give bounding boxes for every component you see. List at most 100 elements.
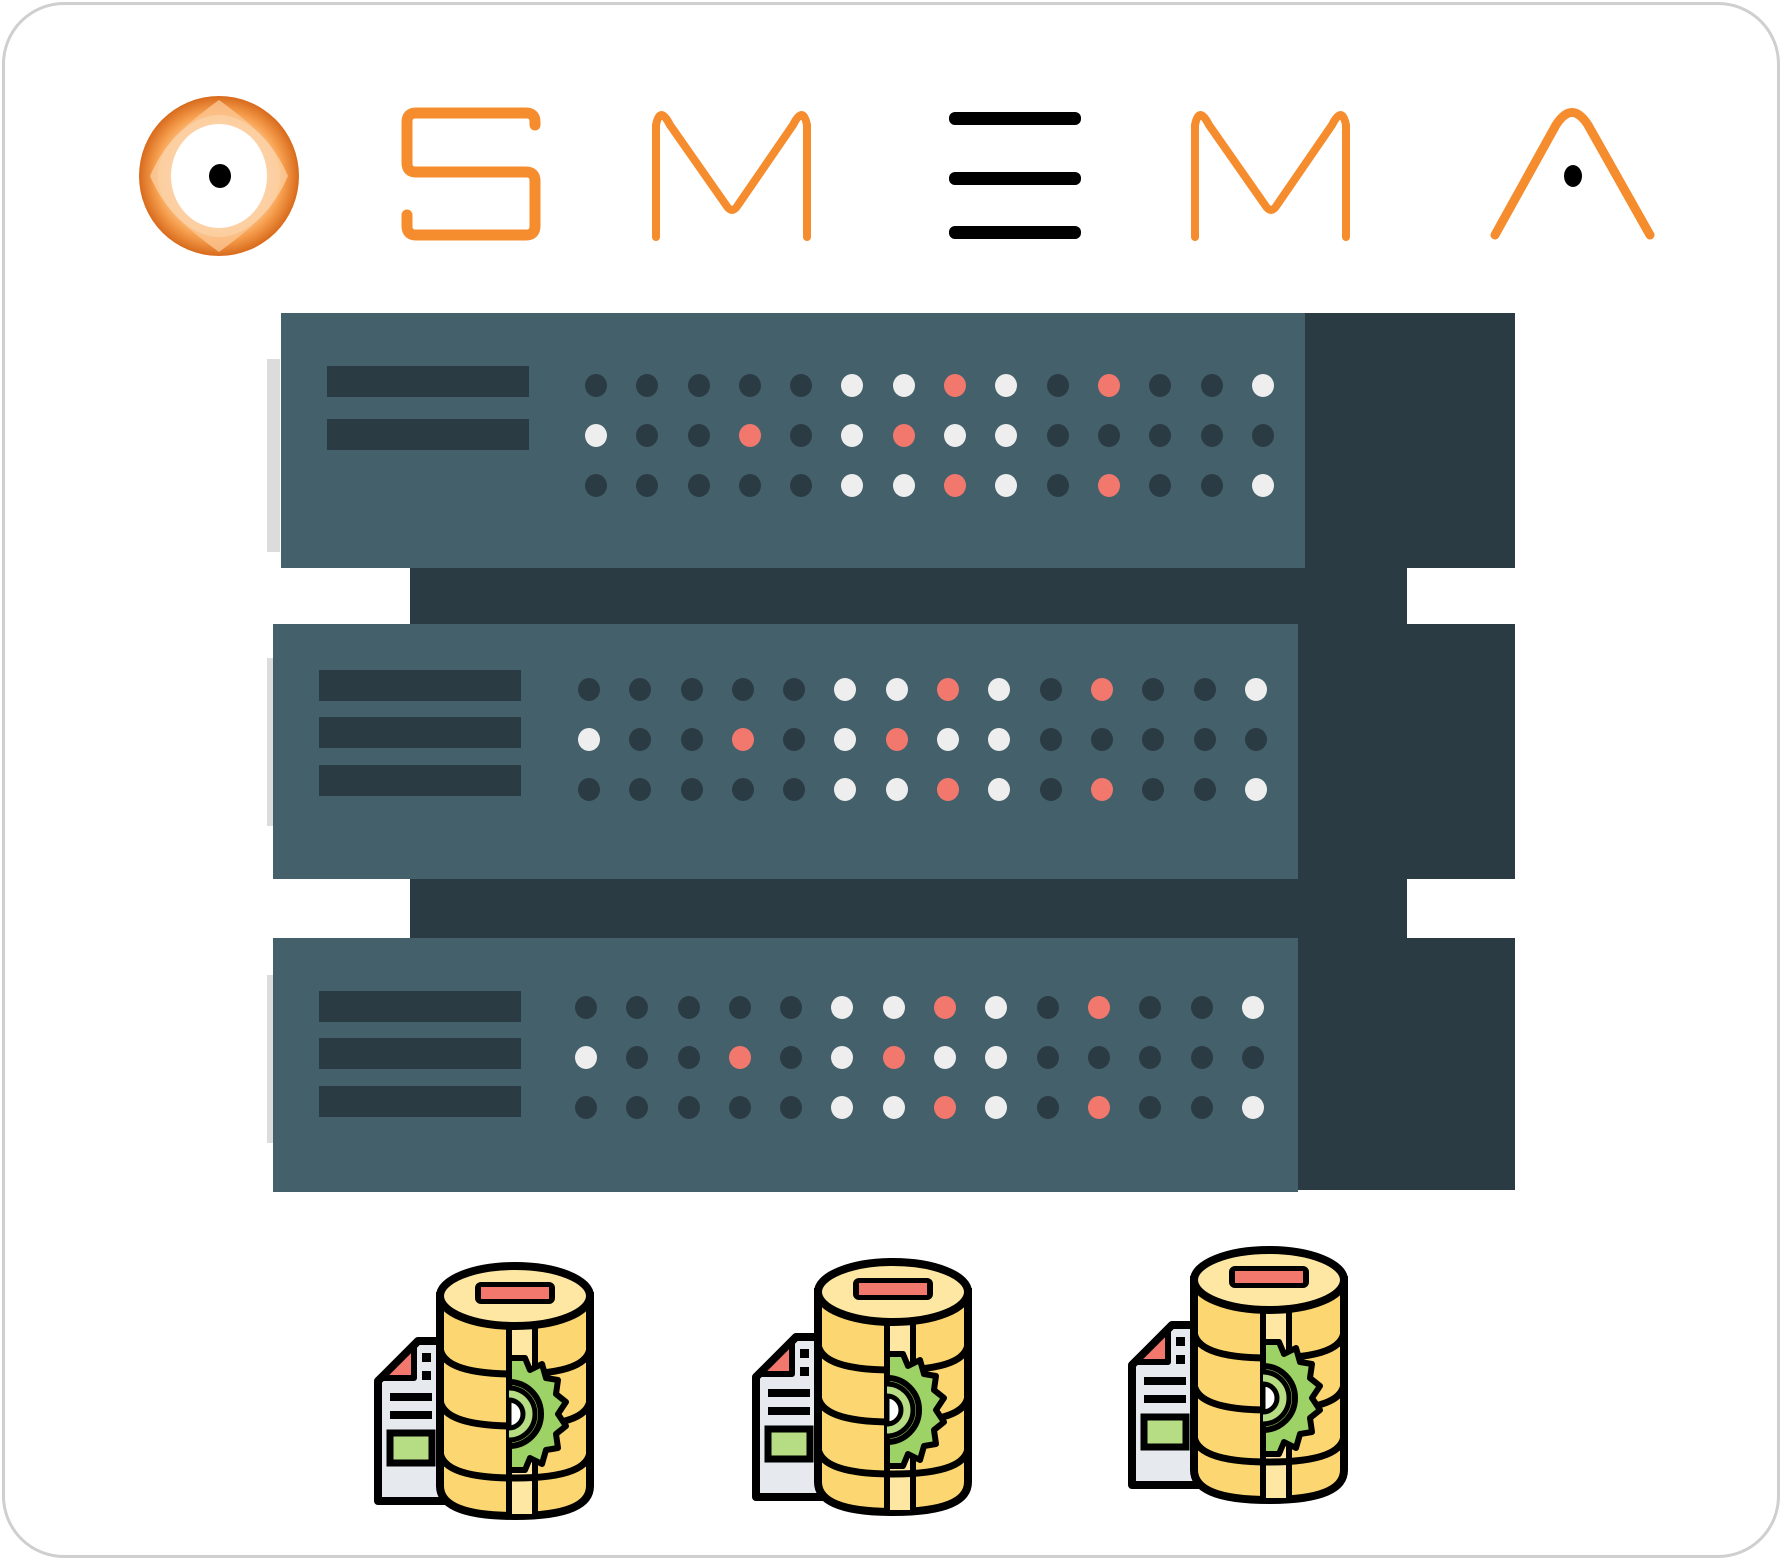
led-off-icon [1200,373,1223,397]
led-off-icon [1046,473,1069,497]
led-alert-icon [1087,995,1110,1019]
led-off-icon [626,995,649,1019]
led-off-icon [780,1045,803,1069]
led-on-icon [841,373,864,397]
led-on-icon [831,1095,854,1119]
led-off-icon [636,373,659,397]
led-on-icon [1241,1095,1264,1119]
led-row [575,982,1293,1032]
led-on-icon [578,727,600,751]
server-lip [267,359,280,552]
led-off-icon [687,473,710,497]
server-side [1298,938,1515,1190]
led-panel [578,664,1296,814]
led-alert-icon [934,995,957,1019]
led-off-icon [1200,473,1223,497]
led-off-icon [1036,1095,1059,1119]
led-on-icon [985,1045,1008,1069]
led-row [578,714,1296,764]
led-alert-icon [1097,373,1120,397]
led-off-icon [790,473,813,497]
led-on-icon [892,473,915,497]
led-on-icon [1251,473,1274,497]
led-off-icon [738,373,761,397]
drive-bay [319,765,521,796]
led-alert-icon [1090,677,1113,701]
led-off-icon [680,777,703,801]
led-alert-icon [934,1095,957,1119]
led-off-icon [783,727,806,751]
led-row [585,460,1303,510]
led-off-icon [738,473,761,497]
drive-bay [319,991,521,1022]
server-side [1298,624,1515,879]
led-on-icon [831,995,854,1019]
led-off-icon [1139,1095,1162,1119]
led-off-icon [1149,423,1172,447]
led-off-icon [1046,423,1069,447]
led-alert-icon [944,473,967,497]
led-on-icon [892,373,915,397]
logo-letter-s [401,107,541,241]
led-off-icon [783,777,806,801]
led-off-icon [677,1095,700,1119]
led-off-icon [636,423,659,447]
led-off-icon [687,373,710,397]
led-off-icon [1149,473,1172,497]
drive-bay [327,419,529,450]
database-icon-2 [748,1252,1008,1522]
led-on-icon [831,1045,854,1069]
led-off-icon [1193,777,1216,801]
led-off-icon [575,995,597,1019]
drive-bay [319,670,521,701]
led-off-icon [1142,727,1165,751]
led-on-icon [985,1095,1008,1119]
gear-icon [1260,1339,1323,1457]
led-on-icon [834,727,857,751]
led-off-icon [687,423,710,447]
led-off-icon [1193,677,1216,701]
led-off-icon [1190,995,1213,1019]
led-on-icon [885,777,908,801]
led-panel [585,360,1303,510]
led-on-icon [885,677,908,701]
server-1 [281,313,1305,568]
led-on-icon [834,677,857,701]
led-on-icon [882,1095,905,1119]
osmema-logo [139,96,1655,256]
led-off-icon [1139,1045,1162,1069]
led-off-icon [790,423,813,447]
logo-ring-icon [139,96,299,256]
led-off-icon [790,373,813,397]
led-off-icon [780,1095,803,1119]
server-rack [267,313,1515,1192]
led-off-icon [677,995,700,1019]
led-off-icon [1251,423,1274,447]
led-on-icon [985,995,1008,1019]
led-off-icon [680,677,703,701]
led-on-icon [575,1045,597,1069]
led-row [585,410,1303,460]
led-off-icon [1039,777,1062,801]
led-alert-icon [882,1045,905,1069]
drive-bay [319,1038,521,1069]
led-off-icon [578,677,600,701]
led-off-icon [1139,995,1162,1019]
database-icon-1 [370,1256,630,1526]
led-on-icon [841,423,864,447]
led-alert-icon [1097,473,1120,497]
led-on-icon [585,423,607,447]
led-off-icon [1149,373,1172,397]
led-off-icon [1142,677,1165,701]
gear-icon [884,1351,947,1469]
led-alert-icon [937,777,960,801]
led-alert-icon [731,727,754,751]
led-off-icon [680,727,703,751]
led-alert-icon [892,423,915,447]
led-alert-icon [1090,777,1113,801]
led-off-icon [1241,1045,1264,1069]
led-off-icon [1200,423,1223,447]
led-off-icon [1039,677,1062,701]
led-off-icon [1036,1045,1059,1069]
led-on-icon [944,423,967,447]
